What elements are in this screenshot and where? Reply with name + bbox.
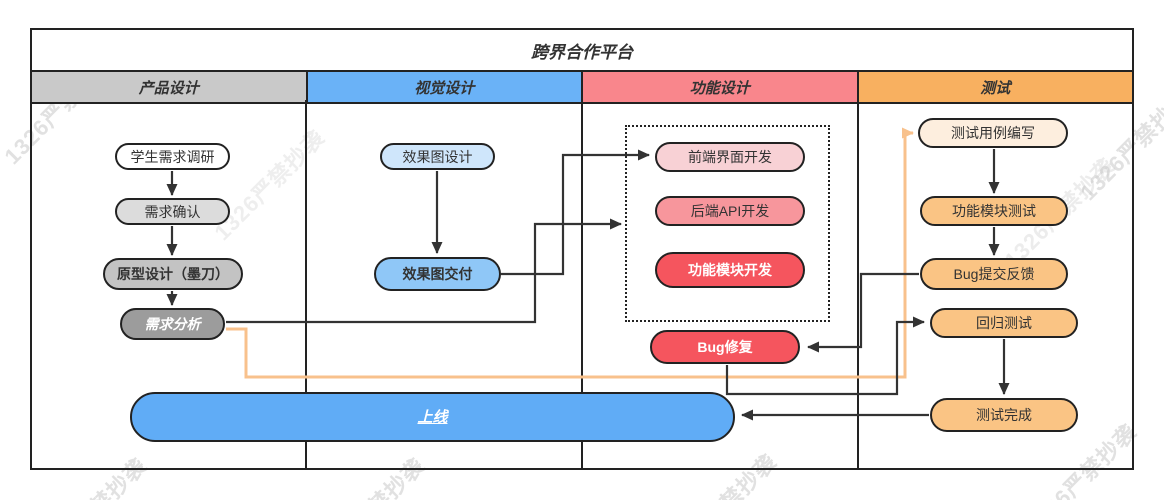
node-module-testing[interactable]: 功能模块测试 bbox=[920, 196, 1068, 226]
lane-header-row: 产品设计 视觉设计 功能设计 测试 bbox=[32, 72, 1132, 104]
node-testcase-writing[interactable]: 测试用例编写 bbox=[918, 118, 1068, 148]
node-mockup-delivery[interactable]: 效果图交付 bbox=[374, 257, 501, 291]
node-student-research[interactable]: 学生需求调研 bbox=[115, 143, 230, 170]
node-test-complete[interactable]: 测试完成 bbox=[930, 398, 1078, 432]
node-mockup-design[interactable]: 效果图设计 bbox=[380, 143, 495, 170]
lane-header-visual-design: 视觉设计 bbox=[307, 72, 583, 102]
node-function-module-dev[interactable]: 功能模块开发 bbox=[655, 252, 805, 288]
node-regression-test[interactable]: 回归测试 bbox=[930, 308, 1078, 338]
node-bug-fix[interactable]: Bug修复 bbox=[650, 330, 800, 364]
page-title: 跨界合作平台 bbox=[531, 42, 633, 62]
lane-header-function-design: 功能设计 bbox=[583, 72, 859, 102]
node-requirement-confirm[interactable]: 需求确认 bbox=[115, 198, 230, 225]
node-frontend-dev[interactable]: 前端界面开发 bbox=[655, 142, 805, 172]
title-row: 跨界合作平台 bbox=[32, 30, 1132, 72]
lane-header-product-design: 产品设计 bbox=[32, 72, 308, 102]
node-go-live[interactable]: 上线 bbox=[130, 392, 735, 442]
node-prototype-design[interactable]: 原型设计（墨刀） bbox=[103, 258, 243, 290]
lane-header-testing: 测试 bbox=[858, 72, 1132, 102]
node-backend-api-dev[interactable]: 后端API开发 bbox=[655, 196, 805, 226]
node-requirement-analysis[interactable]: 需求分析 bbox=[120, 308, 225, 340]
node-bug-report[interactable]: Bug提交反馈 bbox=[920, 258, 1068, 290]
diagram-frame: 跨界合作平台 产品设计 视觉设计 功能设计 测试 bbox=[30, 28, 1134, 470]
